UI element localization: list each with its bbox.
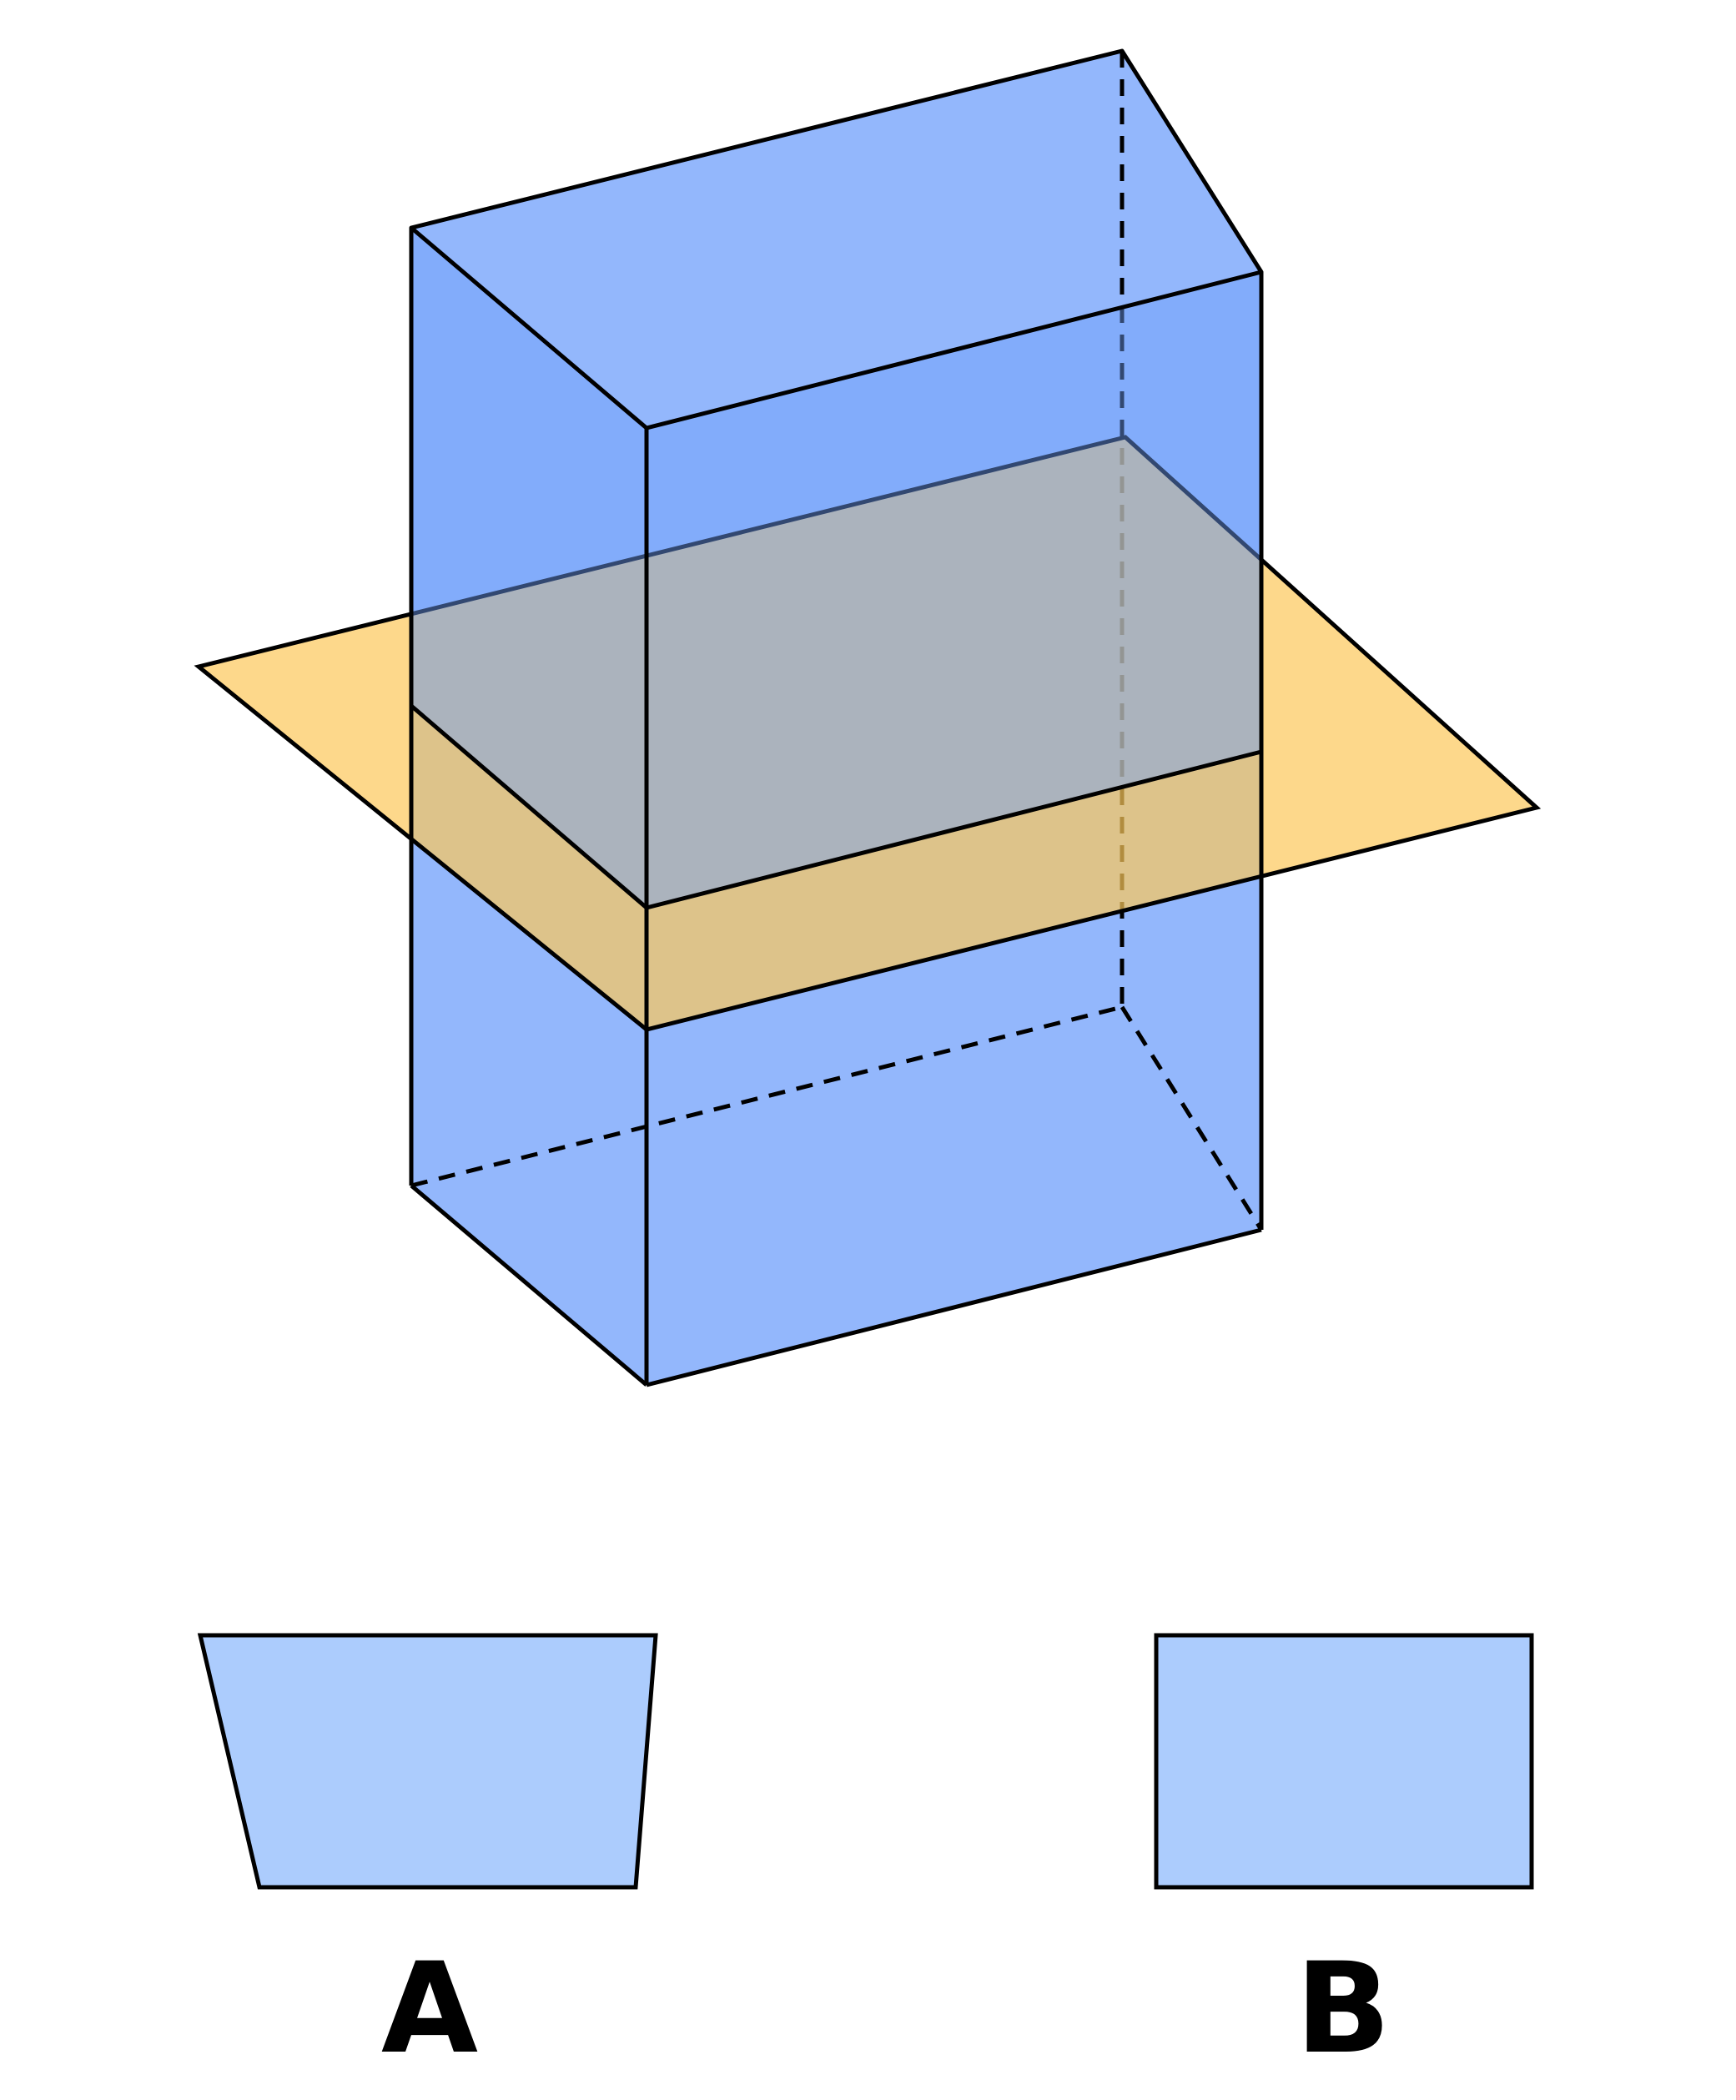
option-a-trapezoid[interactable] xyxy=(197,1633,658,1890)
option-b-rectangle[interactable] xyxy=(1154,1633,1534,1890)
visible-edges xyxy=(409,48,1264,1387)
section-edge-left xyxy=(410,704,648,909)
hidden-bottom-back-edge xyxy=(410,1005,1123,1188)
option-b[interactable]: B xyxy=(1154,1633,1534,2082)
cutting-plane xyxy=(194,435,1542,1032)
prism-upper-part xyxy=(411,228,1261,908)
option-b-label: B xyxy=(1296,1936,1391,2082)
upper-front-face xyxy=(411,228,647,908)
prism-top-face xyxy=(411,51,1261,428)
section-edge-front xyxy=(646,749,1262,910)
upper-right-face xyxy=(647,272,1261,908)
hidden-bottom-right-edge xyxy=(1120,1005,1264,1231)
option-a[interactable]: A xyxy=(197,1633,658,2082)
plane-surface xyxy=(194,435,1542,1032)
bottom-front-right-edge xyxy=(646,1227,1262,1387)
option-a-label: A xyxy=(381,1936,478,2082)
bottom-front-left-edge xyxy=(410,1184,648,1387)
